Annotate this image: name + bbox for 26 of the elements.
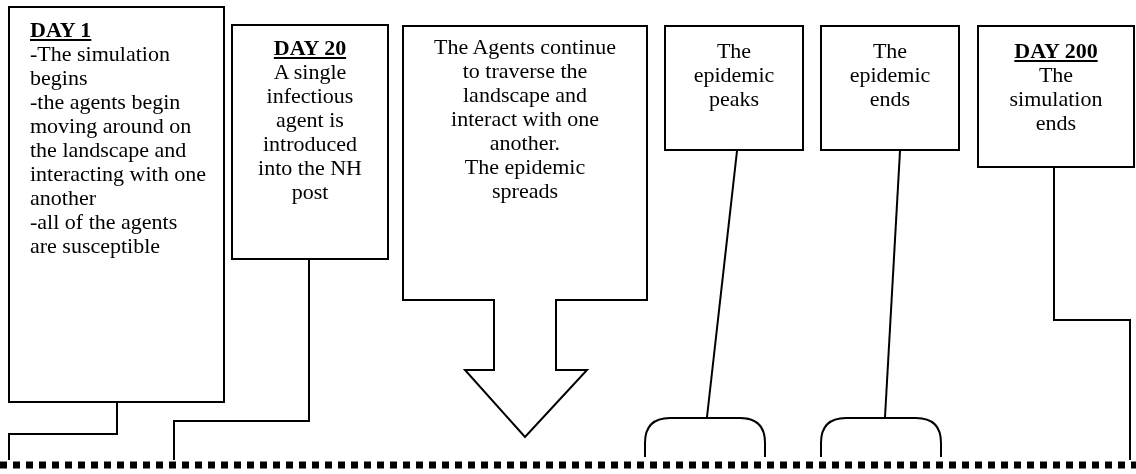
callout-text: A single infectious agent is introduced into the NH post bbox=[257, 60, 363, 204]
timeline-bar bbox=[0, 460, 1136, 470]
callout-text: -The simulation begins bbox=[30, 42, 171, 90]
day-heading: DAY 1 bbox=[30, 18, 93, 42]
callout-text: The epidemic spreads bbox=[463, 155, 587, 203]
callout-text: The Agents continue to traverse the landscape and interact with one another. bbox=[432, 35, 618, 155]
callout-box bbox=[664, 25, 804, 151]
day-heading: DAY 200 bbox=[1013, 39, 1099, 63]
leader-line bbox=[884, 150, 901, 418]
callout-box bbox=[231, 24, 389, 260]
callout-text: -all of the agents are susceptible bbox=[30, 210, 179, 258]
leader-line bbox=[1053, 167, 1131, 461]
callout-text: The simulation ends bbox=[1008, 63, 1104, 135]
leader-line bbox=[706, 150, 738, 418]
bracket bbox=[820, 417, 942, 457]
callout-text: The epidemic ends bbox=[848, 39, 932, 111]
day-heading: DAY 20 bbox=[272, 36, 348, 60]
callout-text: -the agents begin moving around on the landscape and interacting with one another bbox=[30, 90, 207, 210]
bracket bbox=[644, 417, 766, 457]
callout-box bbox=[820, 25, 960, 151]
leader-line bbox=[173, 259, 310, 461]
arrow-callout bbox=[402, 25, 648, 439]
callout-text: The epidemic peaks bbox=[692, 39, 776, 111]
leader-line bbox=[8, 402, 118, 461]
callout-box bbox=[8, 6, 225, 403]
callout-box bbox=[977, 25, 1135, 168]
